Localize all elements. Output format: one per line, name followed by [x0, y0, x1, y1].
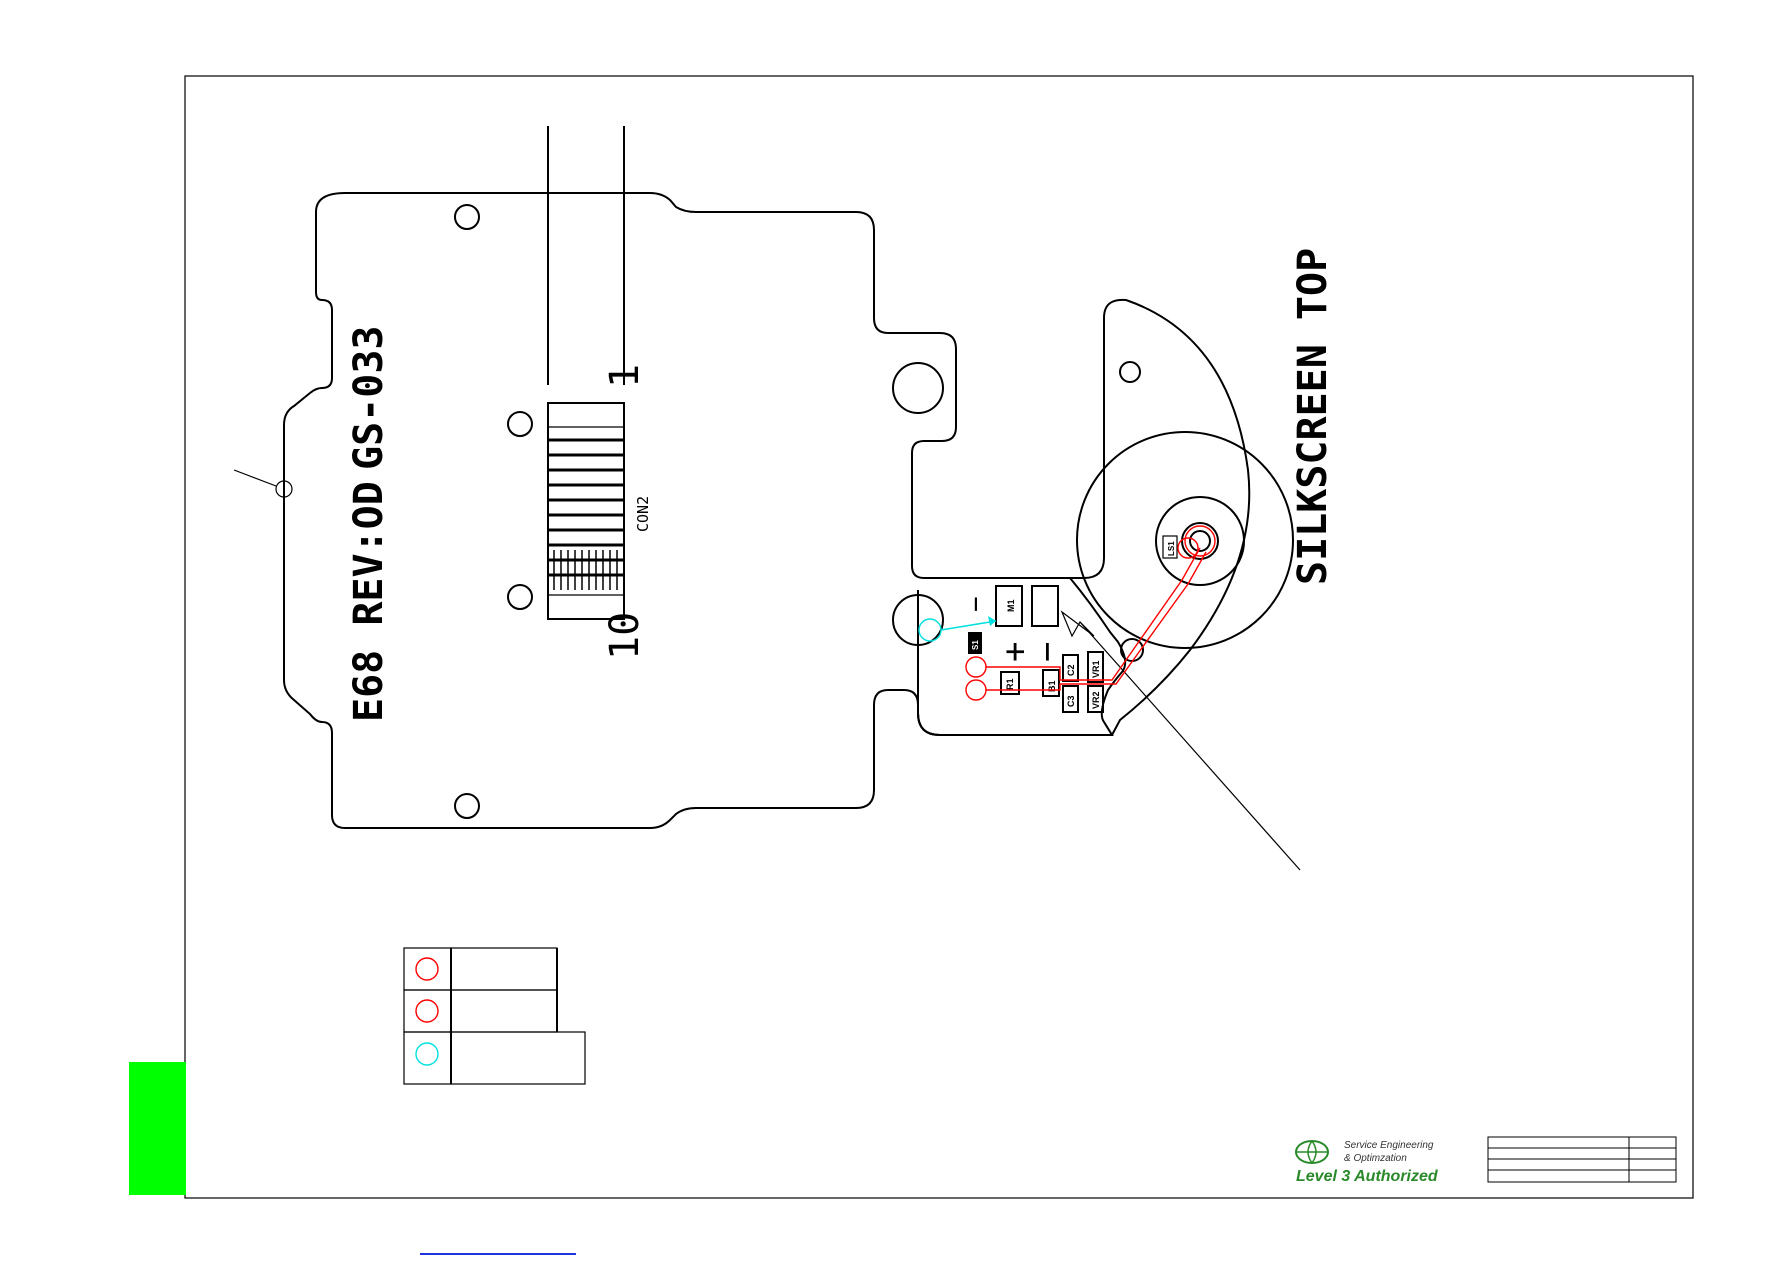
pointer-line — [1079, 621, 1301, 871]
connector-con2 — [547, 402, 625, 620]
vr1-component — [1087, 651, 1104, 683]
minus-sign: − — [961, 596, 991, 612]
s1-label: S1 — [971, 640, 980, 650]
connector-pins — [548, 438, 624, 590]
c3-label: C3 — [1066, 695, 1076, 707]
slot-hole — [892, 594, 944, 646]
drawing-frame — [184, 75, 1694, 1199]
mount-hole — [507, 411, 533, 437]
cyan-trace — [918, 616, 997, 642]
c2-label: C2 — [1066, 664, 1076, 676]
switch-s1 — [968, 632, 982, 654]
logo-line1: Service Engineering — [1344, 1140, 1434, 1151]
pointer-arrow — [1060, 610, 1095, 638]
title-block — [1487, 1136, 1677, 1183]
mount-hole — [454, 204, 480, 230]
legend-marker-red — [415, 957, 439, 981]
ls1-label: LS1 — [1167, 541, 1176, 556]
c2-component — [1062, 654, 1079, 682]
minus-sign-2: − — [1027, 642, 1067, 662]
ls1-component — [1162, 535, 1178, 559]
model-label: E68 REV:OD — [346, 481, 392, 722]
logo-line2: & Optimzation — [1344, 1153, 1407, 1164]
motor-m1 — [995, 585, 1023, 627]
shaft-outer — [1155, 496, 1245, 586]
legend-table — [403, 947, 586, 1085]
leader-line — [233, 469, 277, 487]
pin-last-label: 10 — [602, 612, 648, 660]
slot-hole — [892, 362, 944, 414]
part-label: GS-033 — [346, 326, 392, 471]
sensor-arm-outline — [917, 298, 1251, 736]
seo-logo: Service Engineering & Optimzation Level … — [1295, 1140, 1439, 1185]
plus-sign: + — [995, 642, 1035, 662]
connector-label: CON2 — [634, 496, 652, 532]
vr2-label: VR2 — [1091, 691, 1101, 709]
vr2-component — [1087, 685, 1104, 713]
mount-hole — [454, 793, 480, 819]
component-block — [1031, 585, 1059, 627]
shaft-core — [1189, 530, 1211, 552]
vr1-label: VR1 — [1091, 660, 1101, 678]
mount-hole — [507, 584, 533, 610]
test-point — [275, 480, 293, 498]
pin-first-label: 1 — [602, 364, 648, 388]
pcb-outline — [283, 192, 1127, 829]
r1-label: R1 — [1005, 678, 1015, 690]
green-side-tab — [129, 1062, 186, 1195]
legend-marker-red — [415, 999, 439, 1023]
bottom-link-underline[interactable] — [420, 1253, 576, 1255]
shaft-inner — [1181, 522, 1219, 560]
mount-hole — [1119, 361, 1141, 383]
legend-marker-cyan — [415, 1042, 439, 1066]
logo-line3: Level 3 Authorized — [1296, 1168, 1439, 1185]
resistor-r1 — [1000, 671, 1020, 695]
red-trace — [965, 525, 1216, 701]
b1-component — [1042, 669, 1060, 697]
silkscreen-label: SILKSCREEN TOP — [1290, 248, 1336, 585]
c3-component — [1062, 685, 1079, 713]
rotor-circle — [1076, 431, 1294, 649]
b1-label: B1 — [1047, 680, 1057, 692]
motor-label: M1 — [1006, 599, 1016, 612]
